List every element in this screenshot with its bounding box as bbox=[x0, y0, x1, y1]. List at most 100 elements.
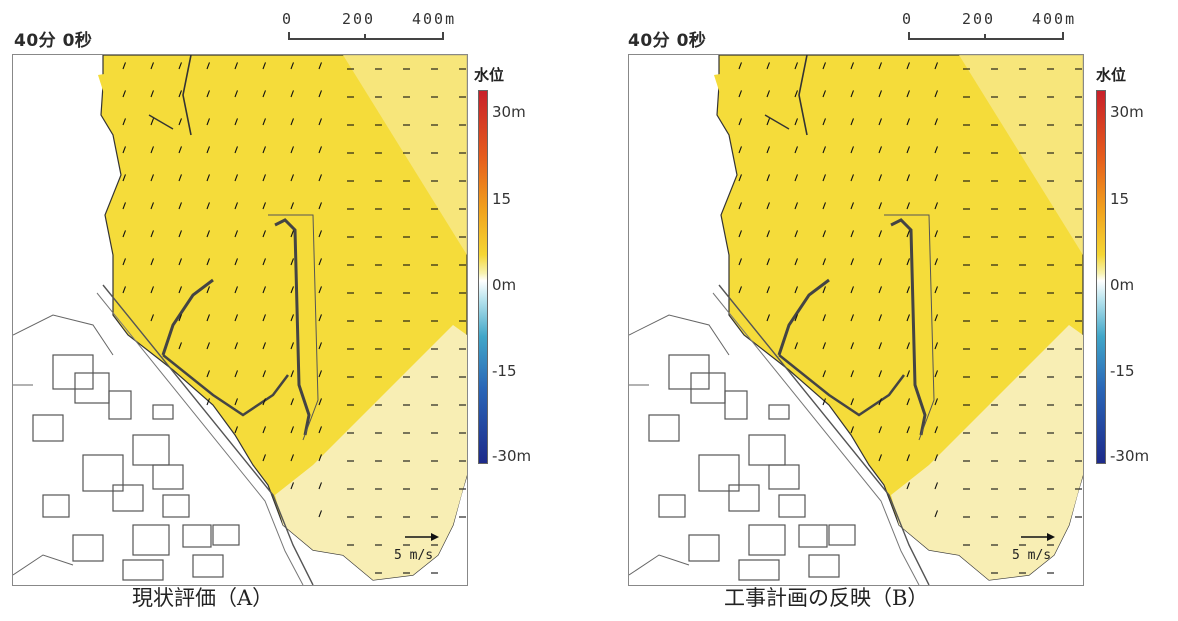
flow-arrow bbox=[850, 62, 854, 70]
flow-arrow bbox=[878, 202, 882, 210]
colorbar-label-min: -30m bbox=[492, 447, 532, 465]
flow-arrow bbox=[318, 398, 322, 406]
flow-arrow bbox=[906, 174, 910, 182]
flow-arrow bbox=[850, 202, 854, 210]
flow-arrow bbox=[150, 174, 154, 182]
building-outline bbox=[648, 414, 680, 442]
flow-arrow bbox=[122, 174, 126, 182]
building-outline bbox=[808, 554, 840, 578]
flow-arrow bbox=[794, 202, 798, 210]
building-outline bbox=[82, 454, 124, 492]
flow-arrow bbox=[318, 62, 322, 70]
flow-arrow bbox=[178, 62, 182, 70]
building-outline bbox=[778, 494, 806, 518]
flow-arrow bbox=[878, 426, 882, 434]
building-outline bbox=[52, 354, 94, 390]
flow-arrow bbox=[766, 118, 770, 126]
flow-arrow bbox=[178, 174, 182, 182]
flow-arrow bbox=[738, 118, 742, 126]
flow-arrow bbox=[290, 426, 294, 434]
flow-arrow bbox=[206, 342, 210, 350]
breakwater-east bbox=[274, 218, 311, 436]
flow-arrow bbox=[934, 230, 938, 238]
flow-arrow bbox=[290, 286, 294, 294]
flow-arrow bbox=[290, 62, 294, 70]
flow-arrow bbox=[906, 398, 910, 406]
colorbar-label-zero: 0m bbox=[1110, 276, 1135, 294]
flow-arrow bbox=[878, 62, 882, 70]
scale-label-400: 400m bbox=[412, 10, 457, 28]
building-outline bbox=[768, 404, 790, 420]
vector-key-arrowhead bbox=[1047, 533, 1055, 541]
flow-arrow bbox=[122, 90, 126, 98]
flow-arrow bbox=[822, 202, 826, 210]
flow-arrow bbox=[262, 370, 266, 378]
flow-arrow bbox=[178, 258, 182, 266]
flow-arrow bbox=[234, 174, 238, 182]
flow-arrow bbox=[234, 398, 238, 406]
flow-arrow bbox=[122, 230, 126, 238]
flow-arrow bbox=[850, 118, 854, 126]
flow-arrow bbox=[262, 118, 266, 126]
flow-arrow bbox=[738, 286, 742, 294]
flow-arrow bbox=[738, 258, 742, 266]
flow-arrow bbox=[934, 426, 938, 434]
building-outline bbox=[152, 464, 184, 490]
legend-title: 水位 bbox=[1096, 67, 1127, 84]
flow-arrow bbox=[290, 398, 294, 406]
flow-arrow bbox=[934, 398, 938, 406]
building-outline bbox=[32, 414, 64, 442]
flow-arrow bbox=[766, 230, 770, 238]
harbor-wall bbox=[778, 354, 905, 417]
building-outline bbox=[658, 494, 686, 518]
flow-arrow bbox=[262, 146, 266, 154]
creek-2 bbox=[148, 114, 174, 130]
building-outline bbox=[122, 559, 164, 581]
flow-arrow bbox=[290, 174, 294, 182]
flow-arrow bbox=[822, 146, 826, 154]
flow-arrow bbox=[934, 174, 938, 182]
colorbar-label-min: -30m bbox=[1110, 447, 1150, 465]
flow-arrow bbox=[878, 90, 882, 98]
flow-arrow bbox=[318, 174, 322, 182]
flow-arrow bbox=[122, 62, 126, 70]
flow-arrow bbox=[178, 90, 182, 98]
flow-arrow bbox=[822, 230, 826, 238]
flow-arrow bbox=[290, 342, 294, 350]
flow-arrow bbox=[906, 314, 910, 322]
pale-zone bbox=[275, 325, 467, 580]
panel-construction-plan: 40分 0秒 0 200 400m 水位 30m 15 0m -15 -30m … bbox=[620, 0, 1178, 621]
harbor-wall bbox=[162, 354, 289, 417]
flow-arrow bbox=[822, 370, 826, 378]
flow-arrow bbox=[850, 230, 854, 238]
flow-arrow bbox=[318, 286, 322, 294]
flow-arrow bbox=[766, 202, 770, 210]
creek bbox=[182, 55, 192, 136]
flow-arrow bbox=[934, 258, 938, 266]
flow-arrow bbox=[794, 286, 798, 294]
flow-arrow bbox=[794, 118, 798, 126]
flow-arrow bbox=[122, 146, 126, 154]
breakwater-west bbox=[777, 278, 830, 356]
flow-arrow bbox=[850, 426, 854, 434]
breakwater-west bbox=[161, 278, 214, 356]
building-outline bbox=[162, 494, 190, 518]
flow-arrow bbox=[934, 454, 938, 462]
building-outline bbox=[698, 454, 740, 492]
flow-arrow bbox=[934, 118, 938, 126]
building-outline bbox=[192, 554, 224, 578]
flow-arrow bbox=[934, 370, 938, 378]
flow-arrow bbox=[318, 482, 322, 490]
flow-arrow bbox=[262, 230, 266, 238]
building-outline bbox=[72, 534, 104, 562]
flow-arrow bbox=[878, 146, 882, 154]
colorbar-label-max: 30m bbox=[492, 103, 526, 121]
flow-arrow bbox=[206, 370, 210, 378]
water-level-colorbar bbox=[1096, 90, 1106, 464]
flow-arrow bbox=[878, 258, 882, 266]
colorbar-label-upper: 15 bbox=[1110, 190, 1130, 208]
building-outline bbox=[828, 524, 856, 546]
flow-arrow bbox=[150, 118, 154, 126]
flow-arrow bbox=[150, 90, 154, 98]
coast-patch bbox=[714, 71, 741, 97]
